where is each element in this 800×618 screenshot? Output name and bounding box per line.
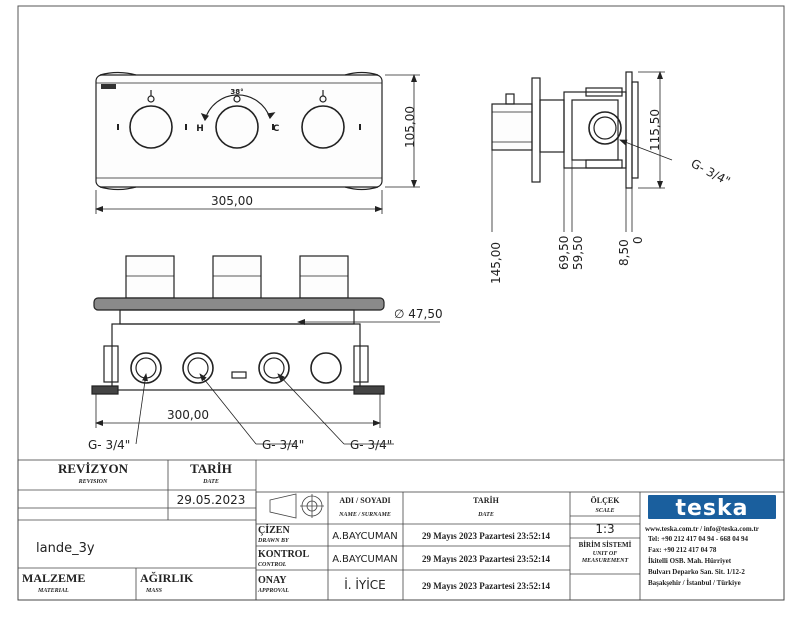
side-depth-145: 145,00 [489, 242, 503, 284]
bottom-thread-b: G- 3/4" [262, 438, 304, 452]
side-plate [531, 77, 541, 183]
scale-value: 1:3 [595, 522, 614, 536]
projection-symbol-icon [269, 493, 324, 519]
right-knob [301, 105, 345, 149]
bottom-plate [93, 297, 385, 311]
bottom-port-2 [182, 352, 214, 384]
left-knob [129, 105, 173, 149]
front-height-dimension: 105,00 [403, 106, 417, 148]
unit-label: BİRİM SİSTEMİ [579, 541, 632, 549]
front-view [95, 71, 383, 191]
side-body [563, 91, 627, 169]
company-logo-box [648, 495, 776, 519]
bottom-plug [310, 352, 342, 384]
control-name: A.BAYCUMAN [332, 554, 398, 565]
side-view [491, 71, 639, 189]
bottom-knob-right [299, 255, 349, 299]
material-label: MALZEME [22, 571, 85, 585]
front-width-dimension: 305,00 [211, 194, 253, 208]
side-depth-69: 69,50 [557, 236, 571, 270]
bottom-diameter-dimension: ∅ 47,50 [394, 307, 443, 321]
company-web: www.teska.com.tr / info@teska.com.tr [645, 525, 759, 533]
drawn-by-name: A.BAYCUMAN [332, 531, 398, 542]
date-header-sub: DATE [477, 512, 494, 518]
side-port [588, 111, 622, 145]
temperature-arc [204, 94, 271, 121]
bottom-dimensions [95, 319, 440, 445]
temperature-mark-label: 38° [230, 88, 243, 96]
scale-sub: SCALE [595, 508, 614, 514]
scale-label: ÖLÇEK [591, 496, 621, 505]
bottom-body [111, 323, 361, 391]
company-logo: teska [675, 496, 748, 521]
control-role: KONTROL [258, 549, 309, 560]
revision-sub: REVISION [78, 479, 108, 485]
drawn-by-date: 29 Mayıs 2023 Pazartesi 23:52:14 [422, 531, 550, 541]
date-header: TARİH [473, 495, 499, 505]
drawn-by-role-sub: DRAWN BY [257, 538, 290, 544]
title-block-lines [17, 459, 785, 601]
company-address-2: Bulvarı Deparko San. Sit. 1/12-2 [648, 568, 745, 576]
cold-label: C [273, 124, 280, 134]
hot-label: H [196, 124, 204, 134]
name-header-sub: NAME / SURNAME [338, 512, 391, 518]
company-fax: Fax: +90 212 417 04 78 [648, 546, 717, 554]
bottom-port-3 [258, 352, 290, 384]
brand-mark-icon [101, 84, 116, 89]
material-sub: MATERIAL [37, 588, 69, 594]
part-name: lande_3y [36, 541, 95, 556]
side-thread-label: G- 3/4" [689, 156, 733, 188]
side-height-dimension: 115,50 [648, 109, 662, 151]
control-role-sub: CONTROL [258, 562, 287, 568]
unit-sub-2: MEASUREMENT [581, 558, 629, 564]
front-dimensions [95, 74, 420, 214]
company-tel: Tel: +90 212 417 04 94 - 668 04 94 [648, 535, 748, 543]
approval-date: 29 Mayıs 2023 Pazartesi 23:52:14 [422, 581, 550, 591]
bottom-knob-center [212, 255, 262, 299]
revision-date-label: TARİH [190, 461, 232, 476]
center-knob [215, 105, 259, 149]
revision-date-value: 29.05.2023 [177, 493, 246, 507]
weight-label: AĞIRLIK [140, 571, 194, 585]
weight-sub: MASS [145, 588, 163, 594]
unit-sub-1: UNIT OF [593, 551, 618, 557]
bottom-knob-left [125, 255, 175, 299]
bottom-view [91, 255, 385, 395]
side-depth-59: 59,50 [571, 236, 585, 270]
revision-date-sub: DATE [202, 479, 219, 485]
side-handle [491, 103, 533, 151]
side-depth-0: 0 [631, 236, 645, 244]
revision-label: REVİZYON [58, 461, 129, 476]
name-header: ADI / SOYADI [339, 496, 390, 505]
control-date: 29 Mayıs 2023 Pazartesi 23:52:14 [422, 554, 550, 564]
front-plate [95, 74, 383, 188]
approval-name: İ. İYİCE [344, 577, 386, 592]
company-address-1: İkitelli OSB. Mah. Hürriyet [648, 557, 732, 565]
company-address-3: Başakşehir / İstanbul / Türkiye [648, 579, 741, 587]
approval-role: ONAY [258, 575, 287, 586]
bottom-thread-c: G- 3/4" [350, 438, 392, 452]
side-depth-8: 8,50 [617, 239, 631, 266]
drawn-by-role: ÇİZEN [258, 524, 290, 536]
side-dimensions [491, 71, 673, 232]
bottom-thread-a: G- 3/4" [88, 438, 130, 452]
bottom-port-1 [130, 352, 162, 384]
bottom-width-dimension: 300,00 [167, 408, 209, 422]
approval-role-sub: APPROVAL [257, 588, 289, 594]
